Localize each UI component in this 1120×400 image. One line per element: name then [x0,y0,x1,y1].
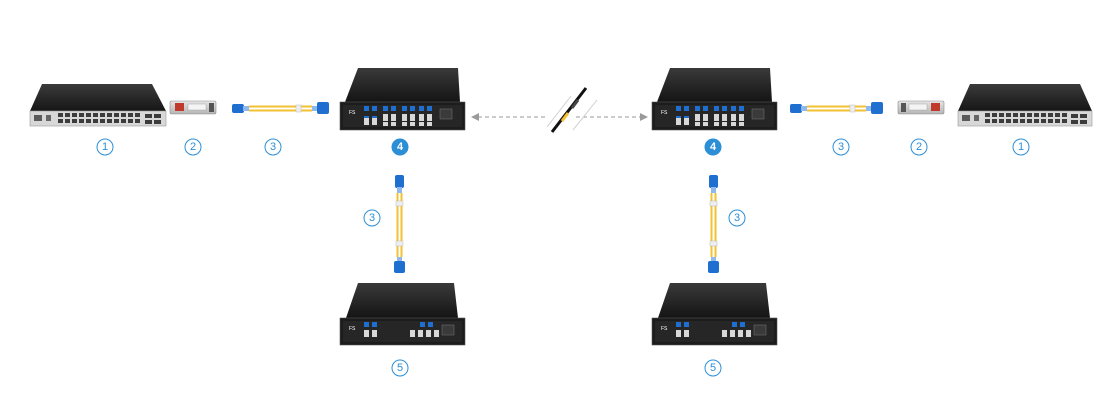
label-5-right-text: 5 [710,362,716,374]
cwdm-mux-demux-icon: FS [651,68,778,131]
cwdm-mux-demux-icon: FS [339,68,466,131]
label-3-left: 3 [264,138,282,156]
label-3-right: 3 [832,138,850,156]
label-3-right-vertical-text: 3 [734,212,740,224]
lc-patch-cable-icon [790,102,883,114]
svg-text:FS: FS [661,326,668,332]
label-5-right: 5 [704,359,722,377]
oadm-module-icon: FS [651,283,778,346]
label-4-right-text: 4 [710,141,717,153]
sfp-transceiver-icon [897,100,945,115]
label-3-left-vertical-text: 3 [369,212,375,224]
label-4-left-text: 4 [397,141,404,153]
svg-text:FS: FS [349,326,356,332]
sfp-transceiver-icon [169,100,217,115]
label-1-left-text: 1 [102,141,108,153]
label-2-left-text: 2 [190,141,196,153]
label-3-right-text: 3 [838,141,844,153]
label-1-right: 1 [1012,138,1030,156]
lc-patch-cable-icon [232,102,329,114]
lc-patch-cable-vertical-icon [708,175,719,273]
label-3-left-vertical: 3 [363,209,381,227]
label-3-left-text: 3 [270,141,276,153]
fiber-cable-icon [546,87,598,133]
label-5-left-text: 5 [397,362,403,374]
label-2-right: 2 [910,138,928,156]
svg-text:FS: FS [661,110,668,116]
svg-text:FS: FS [349,110,356,116]
label-5-left: 5 [391,359,409,377]
label-2-left: 2 [184,138,202,156]
fiber-link [471,113,648,121]
label-1-right-text: 1 [1018,141,1024,153]
oadm-module-icon: FS [339,283,466,346]
label-4-left: 4 [391,138,409,156]
label-1-left: 1 [96,138,114,156]
lc-patch-cable-vertical-icon [394,175,405,273]
label-4-right: 4 [704,138,722,156]
label-3-right-vertical: 3 [728,209,746,227]
switch-icon [29,84,167,127]
label-2-right-text: 2 [916,141,922,153]
switch-icon [957,84,1093,127]
